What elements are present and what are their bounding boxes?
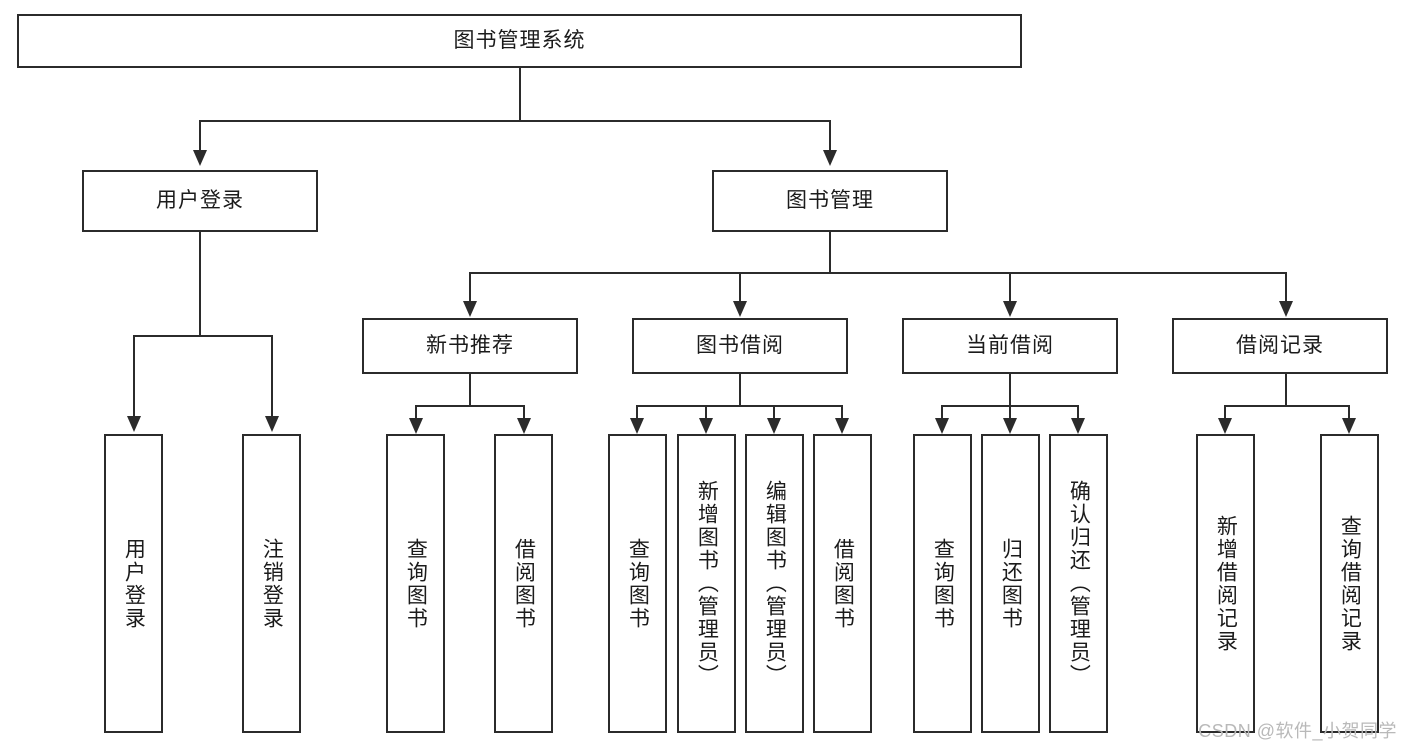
arrowhead-leaf-edit-book xyxy=(767,418,781,434)
node-label: 借阅图书 xyxy=(512,537,536,630)
connector-userlogin-drop-1 xyxy=(133,335,135,417)
node-leaf-query-book-2[interactable]: 查询图书 xyxy=(608,434,667,733)
arrowhead-leaf-query-book-2 xyxy=(630,418,644,434)
arrowhead-book-borrow xyxy=(733,301,747,317)
node-system-root[interactable]: 图书管理系统 xyxy=(17,14,1022,68)
arrowhead-to-user-login xyxy=(193,150,207,166)
connector-borrow-bus xyxy=(636,405,842,407)
connector-record-bus xyxy=(1224,405,1350,407)
arrowhead-leaf-confirm-return xyxy=(1071,418,1085,434)
connector-current-drop-1 xyxy=(941,405,943,419)
node-leaf-add-record[interactable]: 新增借阅记录 xyxy=(1196,434,1255,733)
connector-current-stem xyxy=(1009,374,1011,406)
connector-bookmgmt-drop-3 xyxy=(1009,272,1011,302)
node-new-book-recommend[interactable]: 新书推荐 xyxy=(362,318,578,374)
connector-recommend-drop-1 xyxy=(415,405,417,419)
node-leaf-logout-login[interactable]: 注销登录 xyxy=(242,434,301,733)
arrowhead-leaf-return-book xyxy=(1003,418,1017,434)
node-leaf-borrow-book-1[interactable]: 借阅图书 xyxy=(494,434,553,733)
node-leaf-borrow-book-2[interactable]: 借阅图书 xyxy=(813,434,872,733)
connector-bookmgmt-drop-1 xyxy=(469,272,471,302)
watermark-text: CSDN @软件_小贺同学 xyxy=(1198,721,1397,741)
connector-bookmgmt-drop-4 xyxy=(1285,272,1287,302)
node-label: 图书借阅 xyxy=(696,334,784,358)
node-label: 确认归还（管理员） xyxy=(1067,480,1091,687)
node-label: 新书推荐 xyxy=(426,334,514,358)
connector-record-drop-1 xyxy=(1224,405,1226,419)
connector-borrow-drop-3 xyxy=(773,405,775,419)
connector-root-bus xyxy=(199,120,831,122)
node-label: 查询图书 xyxy=(931,537,955,630)
node-label: 新增图书（管理员） xyxy=(695,480,719,687)
connector-root-stem xyxy=(519,68,521,121)
node-label: 查询借阅记录 xyxy=(1338,514,1362,653)
node-label: 借阅记录 xyxy=(1236,334,1324,358)
node-leaf-query-record[interactable]: 查询借阅记录 xyxy=(1320,434,1379,733)
node-label: 用户登录 xyxy=(122,537,146,630)
node-label: 编辑图书（管理员） xyxy=(763,480,787,687)
arrowhead-leaf-query-book-3 xyxy=(935,418,949,434)
connector-bookmgmt-drop-2 xyxy=(739,272,741,302)
node-label: 当前借阅 xyxy=(966,334,1054,358)
arrowhead-borrow-record xyxy=(1279,301,1293,317)
arrowhead-leaf-user-login xyxy=(127,416,141,432)
node-leaf-query-book-3[interactable]: 查询图书 xyxy=(913,434,972,733)
connector-root-drop-left xyxy=(199,120,201,151)
connector-record-stem xyxy=(1285,374,1287,406)
node-borrow-record[interactable]: 借阅记录 xyxy=(1172,318,1388,374)
connector-current-drop-3 xyxy=(1077,405,1079,419)
arrowhead-current-borrow xyxy=(1003,301,1017,317)
node-book-management[interactable]: 图书管理 xyxy=(712,170,948,232)
arrowhead-leaf-logout-login xyxy=(265,416,279,432)
node-label: 查询图书 xyxy=(404,537,428,630)
connector-bookmgmt-stem xyxy=(829,232,831,273)
connector-userlogin-drop-2 xyxy=(271,335,273,417)
arrowhead-leaf-borrow-book-2 xyxy=(835,418,849,434)
node-user-login[interactable]: 用户登录 xyxy=(82,170,318,232)
arrowhead-to-book-management xyxy=(823,150,837,166)
connector-borrow-drop-4 xyxy=(841,405,843,419)
arrowhead-leaf-query-book-1 xyxy=(409,418,423,434)
node-label: 借阅图书 xyxy=(831,537,855,630)
connector-recommend-drop-2 xyxy=(523,405,525,419)
connector-current-drop-2 xyxy=(1009,405,1011,419)
connector-record-drop-2 xyxy=(1348,405,1350,419)
node-label: 新增借阅记录 xyxy=(1214,514,1238,653)
node-book-borrow[interactable]: 图书借阅 xyxy=(632,318,848,374)
node-label: 查询图书 xyxy=(626,537,650,630)
node-label: 用户登录 xyxy=(156,189,244,213)
arrowhead-leaf-add-record xyxy=(1218,418,1232,434)
connector-borrow-drop-1 xyxy=(636,405,638,419)
node-label: 归还图书 xyxy=(999,537,1023,630)
arrowhead-leaf-add-book xyxy=(699,418,713,434)
connector-userlogin-stem xyxy=(199,232,201,336)
connector-recommend-stem xyxy=(469,374,471,406)
connector-borrow-drop-2 xyxy=(705,405,707,419)
connector-userlogin-bus xyxy=(133,335,273,337)
arrowhead-new-book-recommend xyxy=(463,301,477,317)
connector-borrow-stem xyxy=(739,374,741,406)
node-label: 图书管理系统 xyxy=(453,29,586,53)
connector-recommend-bus xyxy=(415,405,525,407)
arrowhead-leaf-borrow-book-1 xyxy=(517,418,531,434)
node-label: 图书管理 xyxy=(786,189,874,213)
arrowhead-leaf-query-record xyxy=(1342,418,1356,434)
node-current-borrow[interactable]: 当前借阅 xyxy=(902,318,1118,374)
node-leaf-query-book-1[interactable]: 查询图书 xyxy=(386,434,445,733)
node-label: 注销登录 xyxy=(260,537,284,630)
node-leaf-confirm-return[interactable]: 确认归还（管理员） xyxy=(1049,434,1108,733)
node-leaf-return-book[interactable]: 归还图书 xyxy=(981,434,1040,733)
node-leaf-add-book[interactable]: 新增图书（管理员） xyxy=(677,434,736,733)
connector-bookmgmt-bus xyxy=(469,272,1285,274)
node-leaf-edit-book[interactable]: 编辑图书（管理员） xyxy=(745,434,804,733)
node-leaf-user-login[interactable]: 用户登录 xyxy=(104,434,163,733)
connector-root-drop-right xyxy=(829,120,831,151)
